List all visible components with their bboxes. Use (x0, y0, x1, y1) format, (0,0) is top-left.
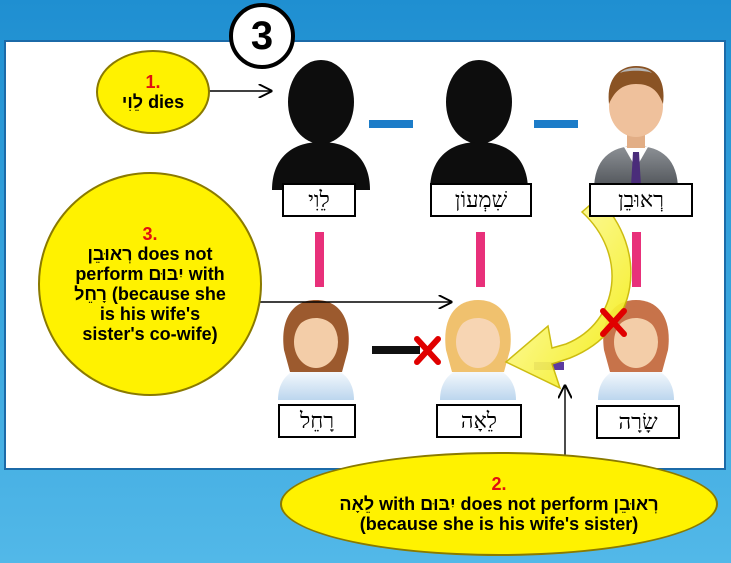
name-label-levi: לֵוִי (282, 183, 356, 217)
levi-silhouette (272, 60, 370, 190)
name-label-shimon: שִׁמְעוֹן (430, 183, 532, 217)
note-2-line1: לֵאָה with יִבּוּם does not perform רְאו… (339, 493, 659, 514)
note-3-bubble: 3. רְאוּבֵן does not perform יִבּוּם wit… (38, 172, 262, 396)
note-3-number: 3. (142, 223, 158, 244)
note-1-number: 1. (145, 71, 161, 92)
name-label-reuven: רְאוּבֵן (589, 183, 693, 217)
note-1-text: לֵוִי dies (121, 92, 185, 112)
name-label-leah: לֵאָה (436, 404, 522, 438)
marriage-link-reuven-sarah (632, 232, 641, 287)
name-label-rachel: רָחֵל (278, 404, 356, 438)
marriage-link-shimon-leah (476, 232, 485, 287)
note-3-line1: רְאוּבֵן does not (87, 243, 213, 264)
note-3-line2: perform יִבּוּם with (75, 263, 225, 284)
shimon-silhouette (430, 60, 528, 190)
note-2-bubble: 2. לֵאָה with יִבּוּם does not perform ר… (280, 452, 718, 556)
note-2-number: 2. (491, 473, 507, 494)
reuven-avatar (594, 66, 678, 190)
note-1-bubble: 1. לֵוִי dies (96, 50, 210, 134)
note-3-line3: רָחֵל (because she (74, 284, 226, 304)
step-number-badge: 3 (229, 3, 295, 69)
note-3-line5: sister's co-wife) (82, 324, 218, 345)
marriage-link-levi-rachel (315, 232, 324, 287)
yibbum-arrow (504, 196, 632, 390)
sister-link-rachel-leah (372, 346, 420, 354)
leah-avatar (440, 300, 516, 400)
note-2-line2: (because she is his wife's sister) (359, 514, 639, 535)
rachel-avatar (278, 300, 354, 400)
name-label-sarah: שָׂרָה (596, 405, 680, 439)
sibling-link-levi-shimon (369, 120, 413, 128)
sibling-link-shimon-reuven (534, 120, 578, 128)
cross-mark-reuven-leah (600, 308, 627, 337)
note-3-line4: is his wife's (99, 304, 201, 325)
cross-mark-rachel-leah (414, 336, 441, 365)
